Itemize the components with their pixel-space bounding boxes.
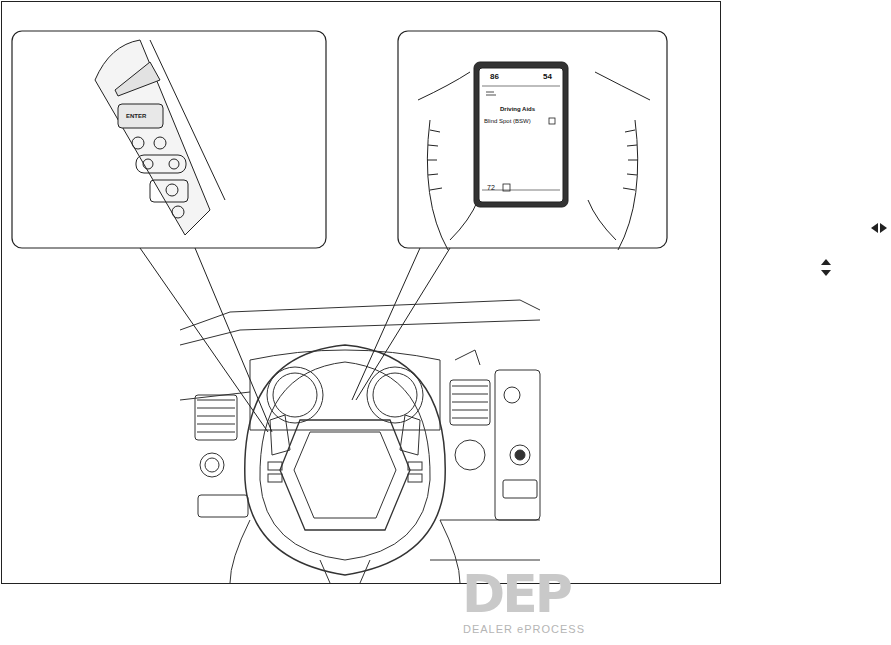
switch-panel [95, 40, 225, 235]
frame [2, 2, 721, 584]
display-item: Blind Spot (BSW) [484, 118, 531, 124]
leader-line [140, 248, 450, 432]
display-heading: Driving Aids [500, 106, 535, 112]
arrow-symbol [821, 223, 887, 276]
button-label: ENTER [126, 113, 146, 119]
display-value: 72 [487, 184, 495, 191]
display-value: 54 [543, 73, 552, 81]
callout-box [12, 31, 326, 248]
meter-display [418, 62, 650, 250]
watermark: DEALER ePROCESS [463, 624, 585, 635]
watermark: DEP [462, 568, 570, 620]
callout-box [398, 31, 667, 248]
display-value: 86 [490, 73, 499, 81]
